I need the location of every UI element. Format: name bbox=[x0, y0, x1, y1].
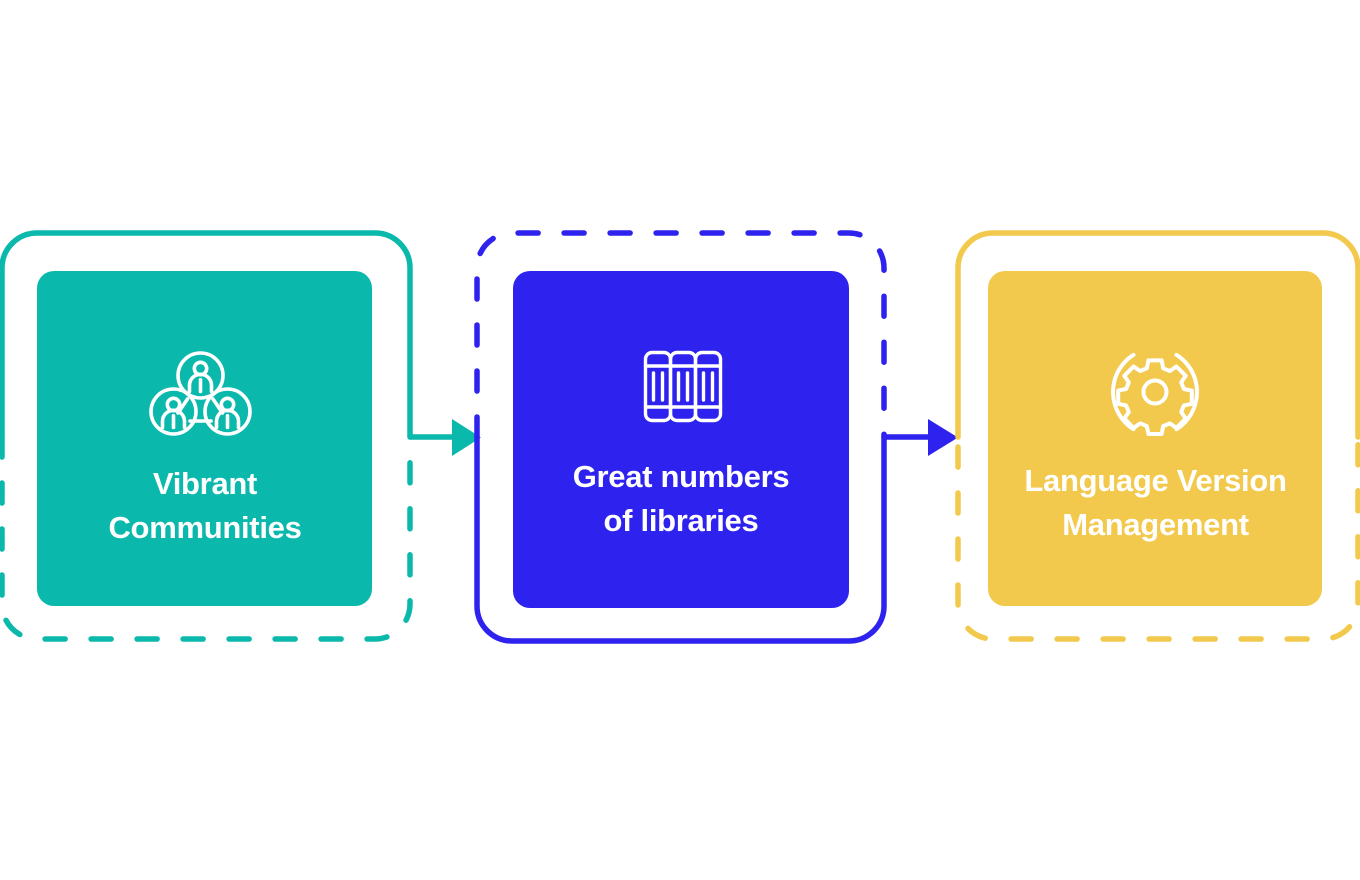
connector-1-right-arrow-icon bbox=[452, 419, 481, 456]
card-2-panel bbox=[513, 271, 849, 608]
card-3-outer-border-solid bbox=[955, 230, 1360, 440]
connector-2-right-arrow-icon bbox=[928, 419, 958, 456]
card-2-outer-border-solid bbox=[474, 434, 887, 644]
books-icon bbox=[643, 350, 723, 423]
gear-refresh-icon bbox=[1111, 352, 1199, 436]
card-3-outer-border-dashed bbox=[955, 434, 1360, 642]
connector-1-to-2 bbox=[410, 419, 481, 456]
card-1-outer-border-solid bbox=[0, 230, 413, 440]
card-2-great-numbers-of-libraries[interactable] bbox=[474, 230, 887, 644]
people-network-icon bbox=[149, 351, 252, 436]
connector-2-to-3 bbox=[884, 419, 958, 456]
card-2-outer-border-dashed bbox=[474, 230, 887, 440]
card-3-panel bbox=[988, 271, 1322, 606]
card-1-outer-border-dashed bbox=[0, 434, 413, 642]
card-3-language-version-management[interactable] bbox=[955, 230, 1360, 642]
card-1-vibrant-communities[interactable] bbox=[0, 230, 413, 642]
card-1-panel bbox=[37, 271, 372, 606]
